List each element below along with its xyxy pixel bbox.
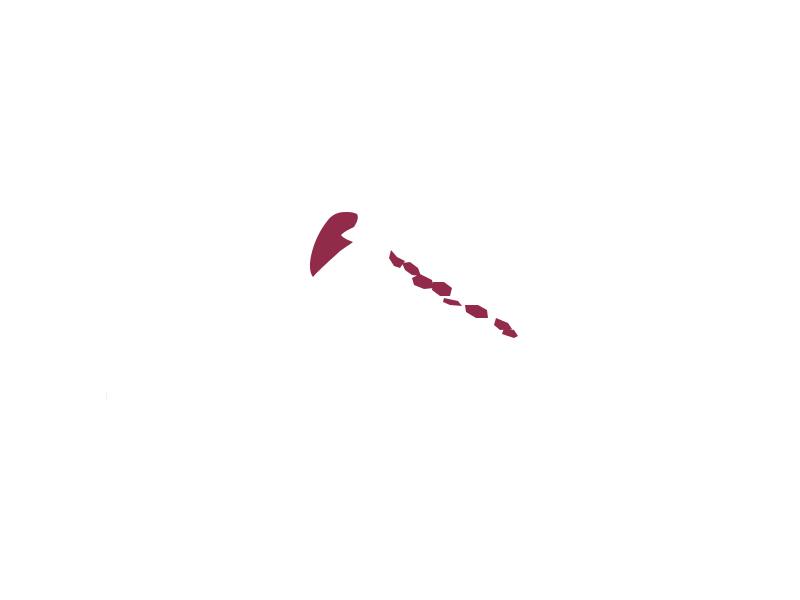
trail-segment-8 xyxy=(502,328,518,338)
trail-segment-6 xyxy=(465,305,488,318)
trail-segment-5 xyxy=(443,298,462,306)
trail-segment-4 xyxy=(432,282,452,296)
trail-segment-3 xyxy=(412,274,434,289)
trail-segment-2 xyxy=(402,262,421,276)
brush-head-shape xyxy=(309,212,358,277)
faint-mark xyxy=(106,392,107,400)
trail-segment-7 xyxy=(494,318,512,330)
trail-segment-1 xyxy=(389,250,405,268)
